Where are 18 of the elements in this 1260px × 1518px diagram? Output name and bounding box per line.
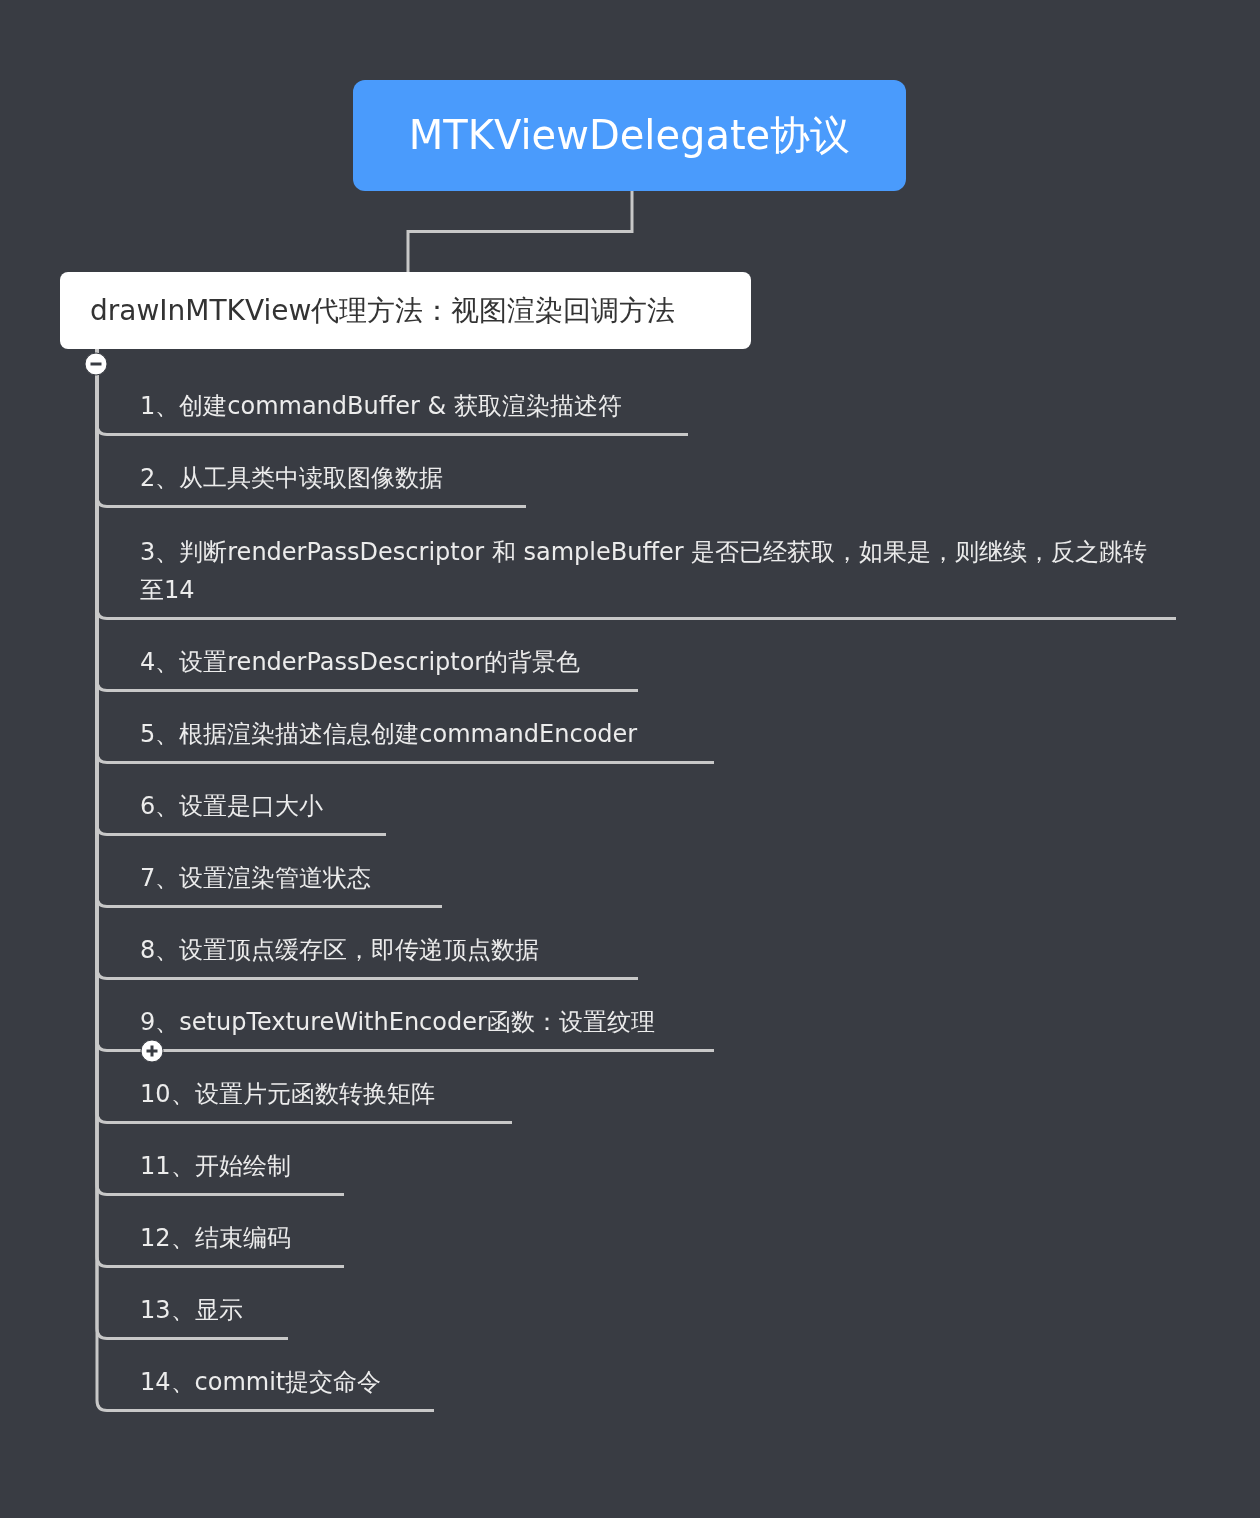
underlined-step: 5、根据渲染描述信息创建commandEncoder xyxy=(110,715,714,764)
underlined-step: 2、从工具类中读取图像数据 xyxy=(110,459,526,508)
root-title: MTKViewDelegate协议 xyxy=(408,111,851,160)
underlined-step: 11、开始绘制 xyxy=(110,1147,344,1196)
topic-box xyxy=(60,272,751,349)
underlined-step: 6、设置是口大小 xyxy=(110,787,386,836)
connector-line xyxy=(406,191,634,272)
underlined-step: 10、设置片元函数转换矩阵 xyxy=(110,1075,512,1124)
underlined-step: 13、显示 xyxy=(110,1291,288,1340)
underlined-step: 8、设置顶点缓存区，即传递顶点数据 xyxy=(110,931,638,980)
underlined-step: 4、设置renderPassDescriptor的背景色 xyxy=(110,643,638,692)
underlined-step: 1、创建commandBuffer & 获取渲染描述符 xyxy=(110,387,688,436)
root-topic-box xyxy=(353,80,906,191)
underlined-step: 14、commit提交命令 xyxy=(110,1363,434,1412)
underlined-step: 3、判断renderPassDescriptor 和 sampleBuffer 是否已经获取，如果是，则继续，反之跳转至14 xyxy=(110,533,1176,620)
underlined-step: 12、结束编码 xyxy=(110,1219,344,1268)
topic-title: drawInMTKView代理方法：视图渲染回调方法 xyxy=(90,292,676,329)
underlined-step: 7、设置渲染管道状态 xyxy=(110,859,442,908)
